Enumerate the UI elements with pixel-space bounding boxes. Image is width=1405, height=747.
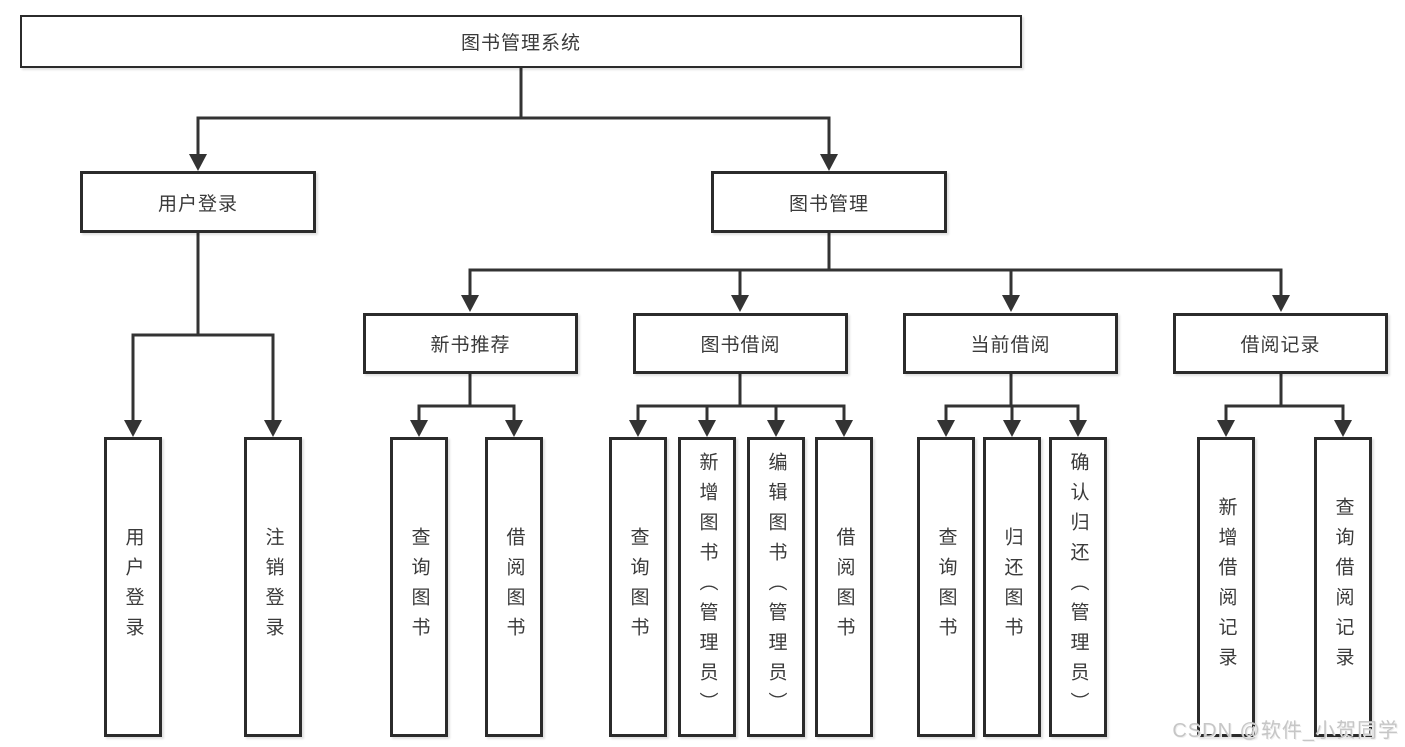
node-label: 新书推荐 <box>430 335 511 356</box>
node-logout: 注销登录 <box>244 437 302 737</box>
node-label: 图书借阅 <box>700 335 781 356</box>
node-confirm-return-admin: 确认归还（管理员） <box>1049 437 1107 737</box>
node-current-borrow: 当前借阅 <box>903 313 1118 374</box>
node-label: 查询图书 <box>627 527 649 647</box>
node-borrow-records: 借阅记录 <box>1173 313 1388 374</box>
node-label: 当前借阅 <box>970 335 1051 356</box>
csdn-watermark: CSDN @软件_小贺同学 <box>1172 720 1399 742</box>
node-label: 用户登录 <box>157 193 238 215</box>
node-label: 借阅图书 <box>833 527 855 647</box>
node-query-books-borrow: 查询图书 <box>609 437 667 737</box>
node-book-management: 图书管理 <box>711 171 947 233</box>
node-query-books-current: 查询图书 <box>917 437 975 737</box>
node-new-book-recommend: 新书推荐 <box>363 313 578 374</box>
node-edit-books-admin: 编辑图书（管理员） <box>747 437 805 737</box>
node-label: 图书管理系统 <box>460 33 581 54</box>
node-borrow-books-recommend: 借阅图书 <box>485 437 543 737</box>
node-label: 注销登录 <box>262 527 284 647</box>
node-label: 编辑图书（管理员） <box>765 452 787 722</box>
node-query-books-recommend: 查询图书 <box>390 437 448 737</box>
node-user-login: 用户登录 <box>80 171 316 233</box>
node-label: 查询图书 <box>408 527 430 647</box>
node-label: 用户登录 <box>122 527 144 647</box>
connector-current-borrow <box>937 374 1087 437</box>
connector-new-book-recommend <box>410 374 523 437</box>
node-library-system: 图书管理系统 <box>20 15 1022 68</box>
connector-borrow-records <box>1217 374 1352 437</box>
node-add-books-admin: 新增图书（管理员） <box>678 437 736 737</box>
node-label: 新增借阅记录 <box>1215 497 1237 677</box>
node-label: 图书管理 <box>788 193 869 215</box>
node-add-borrow-record: 新增借阅记录 <box>1197 437 1255 737</box>
connector-root <box>189 68 838 171</box>
node-label: 借阅图书 <box>503 527 525 647</box>
node-label: 借阅记录 <box>1240 335 1321 356</box>
node-login: 用户登录 <box>104 437 162 737</box>
node-label: 查询图书 <box>935 527 957 647</box>
connector-book-borrow <box>629 374 853 437</box>
node-query-borrow-record: 查询借阅记录 <box>1314 437 1372 737</box>
node-borrow-books: 借阅图书 <box>815 437 873 737</box>
connector-user-login <box>124 233 282 437</box>
node-label: 确认归还（管理员） <box>1067 452 1089 722</box>
node-label: 新增图书（管理员） <box>696 452 718 722</box>
node-label: 归还图书 <box>1001 527 1023 647</box>
connector-book-management <box>461 233 1290 312</box>
node-return-books: 归还图书 <box>983 437 1041 737</box>
node-book-borrow: 图书借阅 <box>633 313 848 374</box>
node-label: 查询借阅记录 <box>1332 497 1354 677</box>
